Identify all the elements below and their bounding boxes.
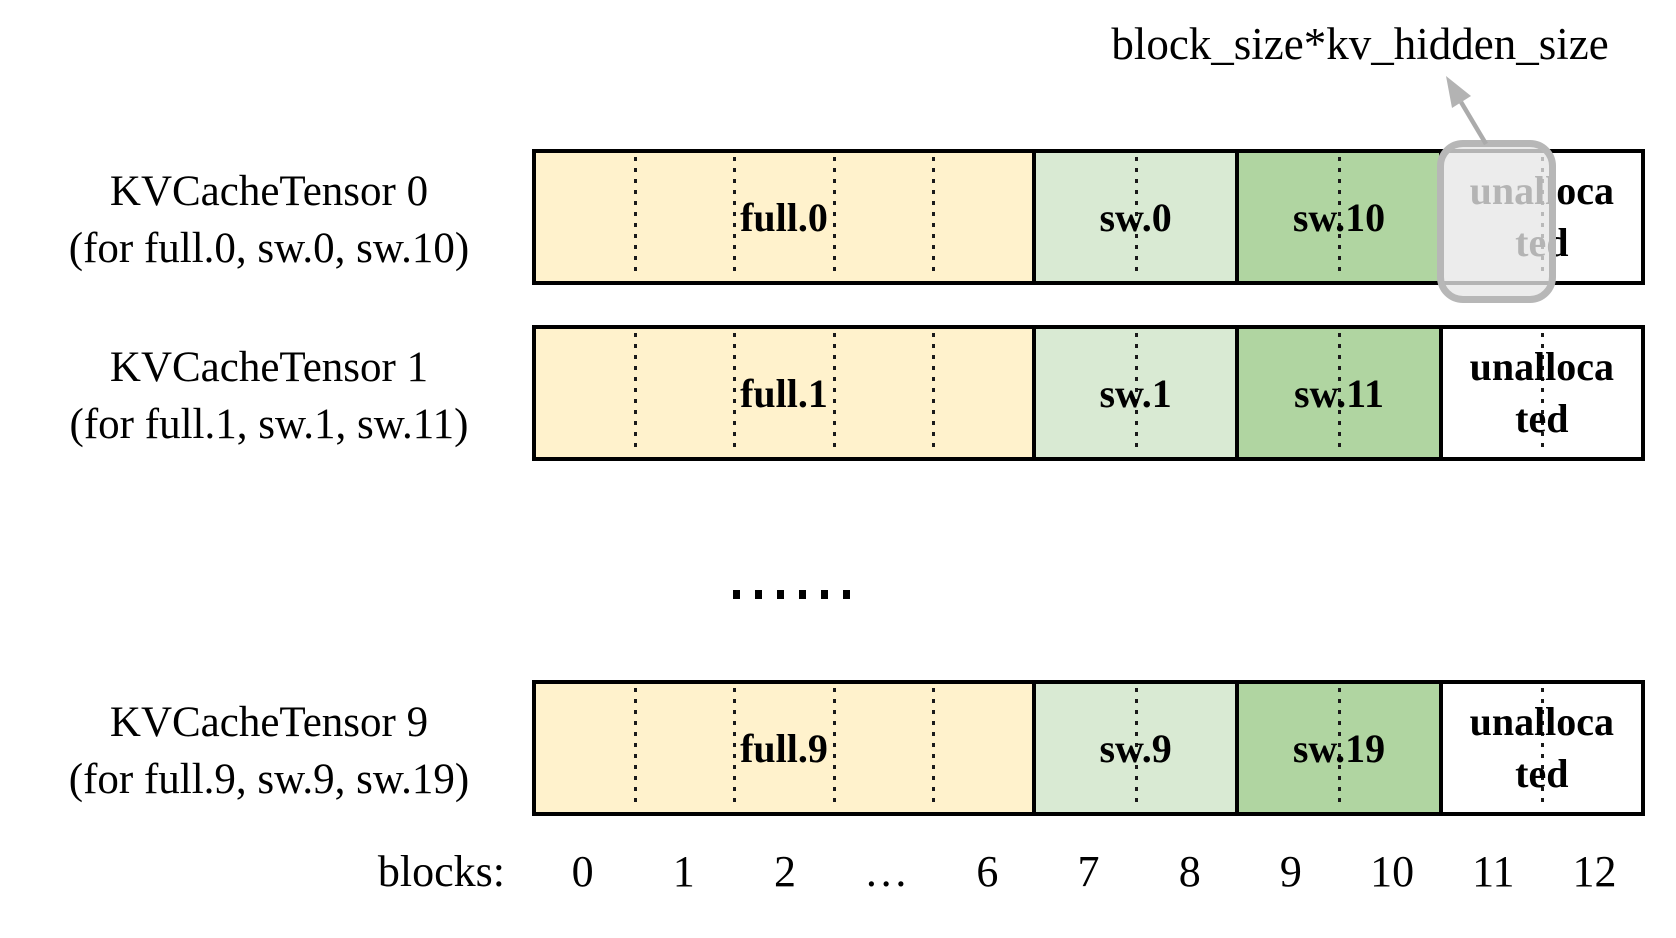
unallocated-label: unalloca ted — [1469, 699, 1615, 796]
block-divider — [832, 333, 836, 453]
sw2-section-label: sw.10 — [1292, 194, 1386, 240]
tensor-0-sw-section: sw.0 — [1031, 153, 1236, 281]
unallocated-label: unalloca ted — [1469, 344, 1615, 441]
full-section-label: full.1 — [740, 370, 828, 416]
sw2-section-label: sw.19 — [1292, 725, 1386, 771]
block-divider — [1337, 157, 1341, 277]
annotation-arrow-icon — [1446, 76, 1488, 146]
block-divider — [733, 688, 737, 808]
tensor-1-name: KVCacheTensor 1 — [109, 344, 429, 391]
block-index-10: 10 — [1370, 847, 1415, 896]
tensor-9-box: full.9 sw.9 sw.19 unalloca ted — [532, 680, 1645, 816]
annotation-label: block_size*kv_hidden_size — [1111, 19, 1609, 69]
block-index-1: 1 — [672, 847, 695, 896]
tensor-9-sw-section: sw.9 — [1031, 684, 1236, 812]
tensor-1-contents: (for full.1, sw.1, sw.11) — [69, 401, 469, 448]
block-divider — [832, 157, 836, 277]
tensor-9-sw2-section: sw.19 — [1235, 684, 1439, 812]
block-index-ellipsis: … — [864, 847, 909, 896]
block-index-7: 7 — [1077, 847, 1100, 896]
block-divider — [931, 157, 935, 277]
block-index-9: 9 — [1279, 847, 1302, 896]
block-index-12: 12 — [1572, 847, 1617, 896]
block-divider — [1337, 688, 1341, 808]
highlighted-block-outline — [1437, 140, 1556, 303]
tensor-1-full-section: full.1 — [536, 329, 1032, 457]
blocks-axis-ticks: 0 1 2 … 6 7 8 9 10 11 12 — [532, 846, 1645, 897]
block-index-2: 2 — [773, 847, 796, 896]
block-divider — [832, 688, 836, 808]
tensor-1-box: full.1 sw.1 sw.11 unalloca ted — [532, 325, 1645, 461]
blocks-axis-label: blocks: — [377, 847, 505, 896]
tensor-9-contents: (for full.9, sw.9, sw.19) — [68, 756, 470, 803]
block-divider — [1540, 688, 1544, 808]
sw-section-label: sw.0 — [1099, 194, 1172, 240]
sw2-section-label: sw.11 — [1293, 370, 1384, 416]
block-divider — [1134, 333, 1138, 453]
block-divider — [634, 157, 638, 277]
block-divider — [1134, 157, 1138, 277]
block-divider — [1540, 333, 1544, 453]
tensor-0-contents: (for full.0, sw.0, sw.10) — [68, 225, 470, 272]
block-divider — [1134, 688, 1138, 808]
row-label-tensor-9: KVCacheTensor 9 (for full.9, sw.9, sw.19… — [18, 683, 520, 819]
sw-section-label: sw.9 — [1099, 725, 1172, 771]
tensor-1-unallocated-section: unalloca ted — [1438, 329, 1642, 457]
block-divider — [733, 157, 737, 277]
row-label-tensor-0: KVCacheTensor 0 (for full.0, sw.0, sw.10… — [18, 152, 520, 288]
full-section-label: full.0 — [740, 194, 828, 240]
ellipsis-rows-icon — [733, 590, 850, 599]
block-divider — [931, 333, 935, 453]
full-section-label: full.9 — [740, 725, 828, 771]
block-divider — [1337, 333, 1341, 453]
block-index-8: 8 — [1178, 847, 1201, 896]
block-divider — [634, 688, 638, 808]
row-label-tensor-1: KVCacheTensor 1 (for full.1, sw.1, sw.11… — [18, 328, 520, 464]
tensor-0-full-section: full.0 — [536, 153, 1032, 281]
sw-section-label: sw.1 — [1099, 370, 1172, 416]
tensor-1-sw2-section: sw.11 — [1235, 329, 1439, 457]
block-divider — [733, 333, 737, 453]
tensor-9-name: KVCacheTensor 9 — [109, 699, 429, 746]
block-index-0: 0 — [571, 847, 594, 896]
block-index-6: 6 — [976, 847, 999, 896]
tensor-9-unallocated-section: unalloca ted — [1438, 684, 1642, 812]
tensor-9-full-section: full.9 — [536, 684, 1032, 812]
block-divider — [634, 333, 638, 453]
block-divider — [931, 688, 935, 808]
block-index-11: 11 — [1472, 847, 1515, 896]
tensor-1-sw-section: sw.1 — [1031, 329, 1236, 457]
tensor-0-sw2-section: sw.10 — [1235, 153, 1439, 281]
tensor-0-name: KVCacheTensor 0 — [109, 168, 429, 215]
